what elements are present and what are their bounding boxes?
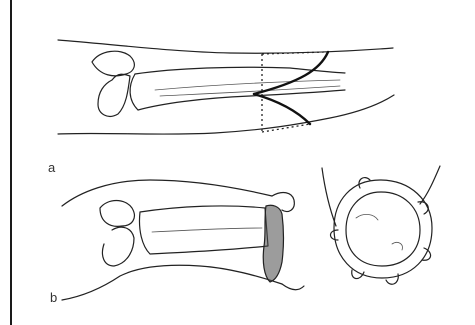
panel-b-medullary-line xyxy=(152,228,262,232)
panel-a-finger-volar-outline xyxy=(58,95,394,134)
panel-a-joint-head xyxy=(92,51,134,76)
end-view-inner-texture xyxy=(356,214,402,250)
panel-a-drawing xyxy=(58,40,394,134)
panel-b-suture-lower xyxy=(282,284,304,290)
panel-b-drawing xyxy=(62,180,304,300)
panel-label-a: a xyxy=(48,160,55,175)
panel-b-stump-end xyxy=(263,205,283,282)
end-view-suture-loop-4 xyxy=(386,274,398,284)
panel-a-phalanx-base xyxy=(130,74,138,110)
panel-a-bone-inner-line xyxy=(155,80,340,90)
panel-b-phalanx xyxy=(139,206,268,254)
panel-b-joint-head xyxy=(100,201,134,227)
end-view-suture-thread-right xyxy=(420,166,440,204)
panel-b-proximal-bone xyxy=(102,227,134,266)
end-view-suture-loop-2 xyxy=(418,202,428,214)
end-view-outer-ring xyxy=(334,180,432,278)
panel-b-finger-dorsal-outline xyxy=(62,180,272,206)
panel-a-phalanx-shaft-lower xyxy=(138,90,345,110)
panel-label-b: b xyxy=(50,290,57,305)
end-view-suture-thread-left xyxy=(322,168,336,226)
panel-a-proximal-bone xyxy=(98,74,130,116)
panel-b-end-view-drawing xyxy=(322,166,440,284)
end-view-inner-ring xyxy=(346,192,420,266)
panel-b-finger-volar-outline xyxy=(62,265,282,300)
